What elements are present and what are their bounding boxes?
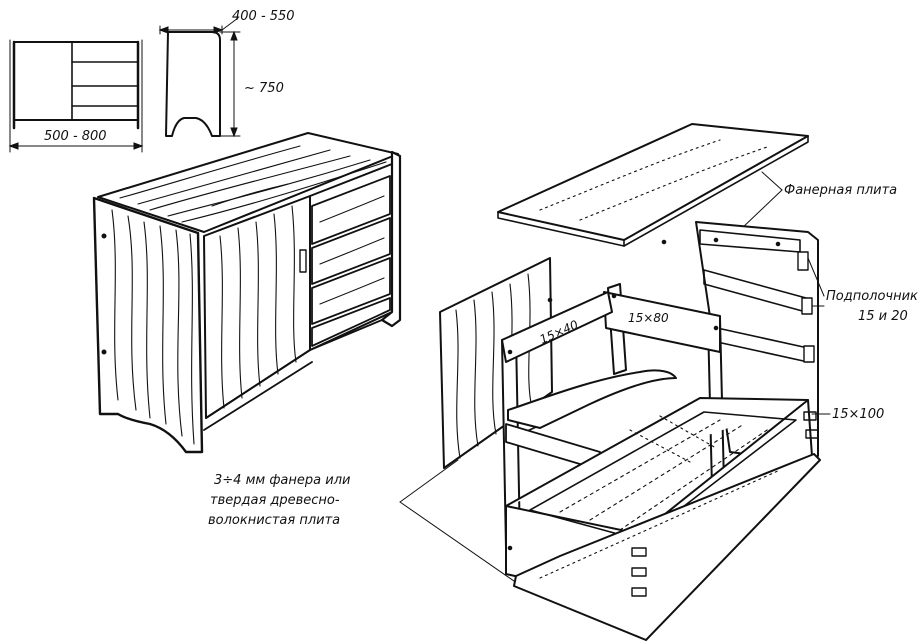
main-frame bbox=[501, 239, 821, 641]
side-profile-sketch bbox=[158, 17, 241, 138]
crossbar-back-label: 15×80 bbox=[628, 311, 669, 325]
side-panel-label-line1: 3÷4 мм фанера или bbox=[214, 473, 350, 488]
shelf-support-label: Подполочник bbox=[826, 289, 918, 304]
assembled-cabinet bbox=[92, 132, 402, 454]
width-range-label: 500 - 800 bbox=[44, 129, 107, 144]
side-panel-label-line2: твердая древесно- bbox=[210, 493, 340, 508]
shelf-support-size: 15 и 20 bbox=[858, 309, 908, 324]
plywood-top-panel bbox=[497, 123, 809, 247]
side-panel-label-line3: волокнистая плита bbox=[208, 513, 340, 528]
drawer-front-label: 15×100 bbox=[832, 407, 884, 422]
plywood-top-label: Фанерная плита bbox=[784, 183, 897, 198]
depth-range-label: 400 - 550 bbox=[232, 9, 295, 24]
height-label: ~ 750 bbox=[244, 81, 284, 96]
front-elevation-sketch bbox=[8, 39, 144, 153]
